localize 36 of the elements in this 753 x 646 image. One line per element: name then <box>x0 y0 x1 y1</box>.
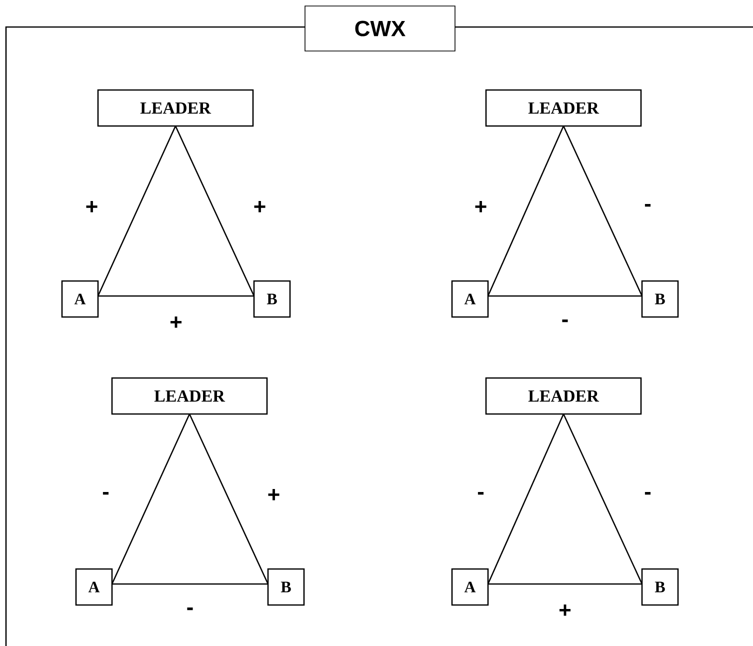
connector <box>112 583 268 585</box>
connector <box>562 126 643 296</box>
sign-label: + <box>254 201 266 212</box>
connector <box>488 295 642 297</box>
connector <box>487 126 564 296</box>
member-box: A <box>451 280 489 318</box>
sign-label: + <box>475 201 486 212</box>
sign-label: - <box>562 320 568 322</box>
leader-box: LEADER <box>485 89 642 127</box>
sign-label: - <box>478 492 484 495</box>
member-box: A <box>75 568 113 606</box>
sign-label: + <box>268 489 280 500</box>
connector <box>188 414 269 584</box>
sign-label: + <box>170 316 182 328</box>
sign-label: - <box>102 492 109 495</box>
sign-label: - <box>187 608 193 610</box>
member-box: A <box>451 568 489 606</box>
connector <box>97 126 176 296</box>
leader-box: LEADER <box>485 377 642 415</box>
connector <box>174 126 255 296</box>
member-box: A <box>61 280 99 318</box>
sign-label: - <box>644 204 651 207</box>
connector <box>562 414 643 584</box>
sign-label: + <box>86 201 98 212</box>
member-box: B <box>253 280 291 318</box>
sign-label: - <box>644 492 651 495</box>
leader-box: LEADER <box>97 89 254 127</box>
connector <box>487 414 564 584</box>
member-box: B <box>641 280 679 318</box>
connector <box>111 414 190 584</box>
connector <box>488 583 642 585</box>
member-box: B <box>267 568 305 606</box>
member-box: B <box>641 568 679 606</box>
sign-label: + <box>560 604 571 616</box>
leader-box: LEADER <box>111 377 268 415</box>
connector <box>98 295 254 297</box>
